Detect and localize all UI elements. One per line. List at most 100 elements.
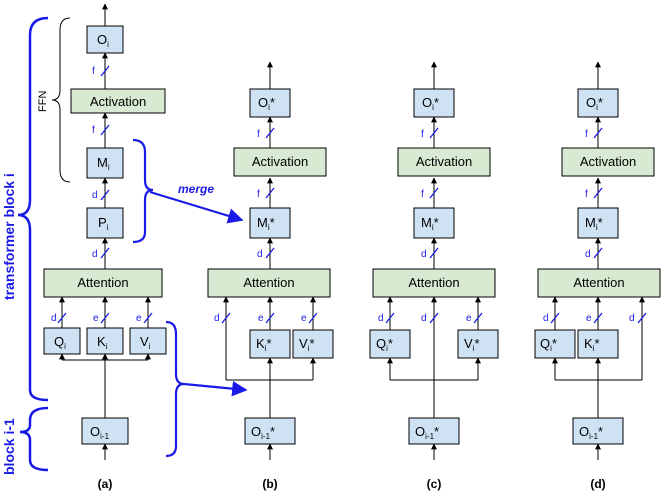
mid-box [86,147,124,179]
attention-box [537,268,661,298]
prev-block-brace [19,406,49,472]
svg-text:Attention: Attention [408,275,459,290]
svg-text:Attention: Attention [77,275,128,290]
dim-label: f [257,129,260,140]
q-box [43,327,81,355]
ffn-label: FFN [37,91,49,112]
panel-caption: (a) [98,477,113,491]
q-box [534,329,576,359]
dim-label: e [586,313,592,324]
transformer-block-label: transformer block i [1,173,17,300]
svg-text:Vi: Vi [140,334,151,351]
v-box [292,329,334,359]
dim-label: d [585,249,591,260]
svg-text:Activation: Activation [580,154,636,169]
prev-block-label: block i-1 [1,418,17,475]
input-box [81,417,129,445]
dim-label: e [136,313,142,324]
svg-text:Oi*: Oi* [258,95,275,112]
dim-label: d [257,249,263,260]
output-box [86,25,124,54]
svg-text:Oi-1*: Oi-1* [251,424,275,441]
dim-label: d [421,313,427,324]
svg-text:Qi: Qi [54,334,66,351]
merge-brace [132,138,244,244]
dim-label: d [51,313,57,324]
input-box [572,417,624,445]
mid-box [413,207,455,239]
svg-text:Oi-1*: Oi-1* [415,424,439,441]
dim-label: e [258,313,264,324]
svg-text:Activation: Activation [90,94,146,109]
dim-label: f [421,129,424,140]
svg-text:Qi*: Qi* [540,336,557,353]
dim-label: d [92,249,98,260]
dim-label: f [421,189,424,200]
output-box [413,88,455,118]
svg-text:Attention: Attention [573,275,624,290]
svg-text:Oi*: Oi* [422,95,439,112]
mid-box [577,207,619,239]
svg-text:Oi-1*: Oi-1* [579,424,603,441]
dim-label: f [585,129,588,140]
svg-text:Mi*: Mi* [257,215,275,232]
panel-caption: (b) [262,477,277,491]
dim-label: f [585,189,588,200]
dim-label: d [421,249,427,260]
dim-label: d [214,313,220,324]
svg-text:Activation: Activation [252,154,308,169]
dim-label: f [92,66,95,77]
dim-label: d [629,313,635,324]
k-box [249,329,291,359]
svg-text:Vi*: Vi* [299,336,315,353]
svg-text:Mi*: Mi* [421,215,439,232]
svg-text:Oi: Oi [97,32,109,49]
input-box [408,417,460,445]
k-box [86,327,124,355]
transformer-block-brace [17,16,49,402]
column-b: d e e d f f Oi* Activation Mi* Attention… [207,61,334,491]
v-box [457,329,499,359]
svg-text:Ki: Ki [97,334,108,351]
svg-text:Oi*: Oi* [586,95,603,112]
dim-label: f [92,125,95,136]
svg-text:Attention: Attention [243,275,294,290]
attention-box [43,268,163,298]
merge-label: merge [178,182,214,196]
dim-label: e [301,313,307,324]
column-d: d e d d f f Oi* Activation Mi* Attention… [534,61,661,491]
svg-text:Oi-1: Oi-1 [90,424,110,441]
dim-label: e [466,313,472,324]
svg-text:Mi*: Mi* [585,215,603,232]
svg-text:Ki*: Ki* [256,336,272,353]
dim-label: d [543,313,549,324]
ffn-brace [51,17,71,183]
svg-text:Qi*: Qi* [376,336,393,353]
dim-label: f [257,189,260,200]
dim-label: d [92,190,98,201]
dim-label: e [93,313,99,324]
output-box [577,88,619,118]
attention-box [372,268,496,298]
dim-label: d [378,313,384,324]
q-box [369,329,411,359]
svg-text:Pi: Pi [98,215,109,232]
output-box [249,88,291,118]
svg-text:Ki*: Ki* [584,336,600,353]
k-box [577,329,619,359]
input-box [244,417,296,445]
proj-box [86,207,124,239]
svg-text:Vi*: Vi* [464,336,480,353]
column-c: d d e d f f Oi* Activation Mi* Attention… [369,61,499,491]
attention-box [207,268,331,298]
svg-text:Mi: Mi [97,155,110,172]
v-box [129,327,167,355]
panel-caption: (c) [427,477,442,491]
activation-box [397,147,491,177]
panel-caption: (d) [590,477,605,491]
activation-box [70,88,166,114]
svg-text:Activation: Activation [416,154,472,169]
column-a: d e e d d f f Oi Activation Mi Pi Attent… [43,3,167,491]
qkv-brace [165,320,248,458]
